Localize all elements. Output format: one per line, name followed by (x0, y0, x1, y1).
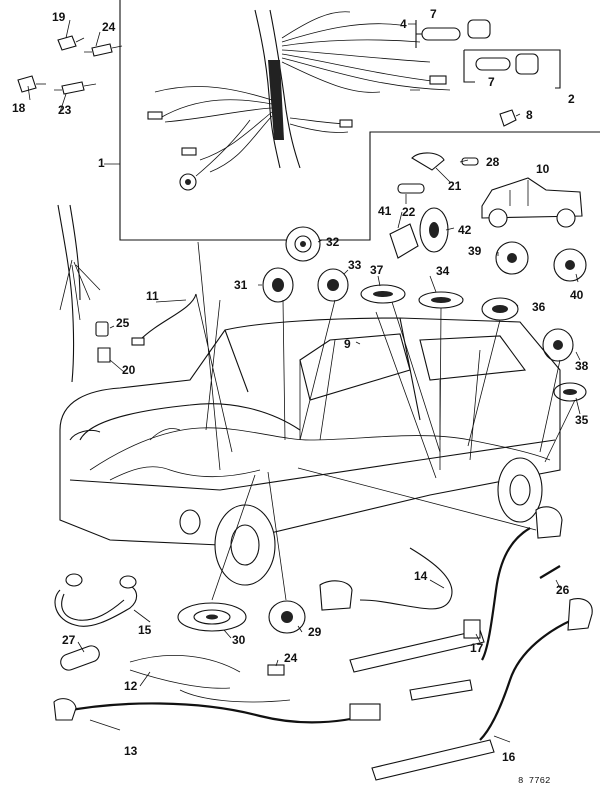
part-13-cable (53, 698, 381, 724)
callout-10: 10 (536, 162, 550, 176)
callout-2: 2 (568, 92, 575, 106)
callout-18: 18 (12, 101, 26, 115)
part-11-lead (131, 293, 197, 346)
loom-left-group (57, 204, 111, 383)
callout-labels: 19 24 4 7 7 2 8 18 23 1 28 10 21 22 41 4… (12, 7, 589, 786)
callout-17: 17 (470, 641, 484, 655)
callout-31: 31 (234, 278, 248, 292)
callout-35: 35 (575, 413, 589, 427)
callout-4: 4 (400, 17, 407, 31)
callout-42: 42 (458, 223, 472, 237)
callout-34: 34 (436, 264, 450, 278)
callout-19: 19 (52, 10, 66, 24)
leader-lines (27, 19, 581, 743)
callout-28: 28 (486, 155, 500, 169)
callout-23: 23 (58, 103, 72, 117)
part-15-lead (54, 573, 138, 627)
car-body-outline (59, 317, 561, 586)
callout-9: 9 (344, 337, 351, 351)
part-14-lead (319, 547, 453, 611)
part-17-battery-cable (349, 506, 563, 673)
part-16-cable (371, 597, 593, 781)
callout-11: 11 (146, 289, 159, 303)
callout-29: 29 (308, 625, 322, 639)
callout-27: 27 (62, 633, 76, 647)
callout-1: 1 (98, 156, 105, 170)
callout-24: 24 (284, 651, 298, 665)
callout-40: 40 (570, 288, 584, 302)
grommets-group (177, 226, 587, 634)
grommets-upper-group (389, 152, 479, 259)
callout-12: 12 (124, 679, 138, 693)
callout-33: 33 (348, 258, 362, 272)
harness-detail-inset (119, 0, 600, 241)
callout-8: 8 (526, 108, 533, 122)
callout-38: 38 (575, 359, 589, 373)
part-26-rod (539, 565, 561, 579)
callout-21: 21 (448, 179, 462, 193)
callout-14: 14 (414, 569, 428, 583)
reference-code: 8 7762 (518, 776, 550, 786)
pickup-truck-icon (481, 177, 583, 228)
callout-16: 16 (502, 750, 516, 764)
small-terminals-group (17, 35, 123, 95)
callout-32: 32 (326, 235, 340, 249)
callout-15: 15 (138, 623, 152, 637)
callout-20: 20 (122, 363, 136, 377)
callout-39: 39 (468, 244, 482, 258)
small-lower-items (60, 645, 291, 703)
callout-24: 24 (102, 20, 116, 34)
callout-7: 7 (488, 75, 495, 89)
callout-13: 13 (124, 744, 138, 758)
callout-7: 7 (430, 7, 437, 21)
callout-26: 26 (556, 583, 570, 597)
callout-25: 25 (116, 316, 130, 330)
callout-30: 30 (232, 633, 246, 647)
callout-37: 37 (370, 263, 384, 277)
callout-41: 41 (378, 204, 392, 218)
bullet-connectors-group (415, 19, 561, 127)
callout-36: 36 (532, 300, 546, 314)
callout-22: 22 (402, 205, 416, 219)
